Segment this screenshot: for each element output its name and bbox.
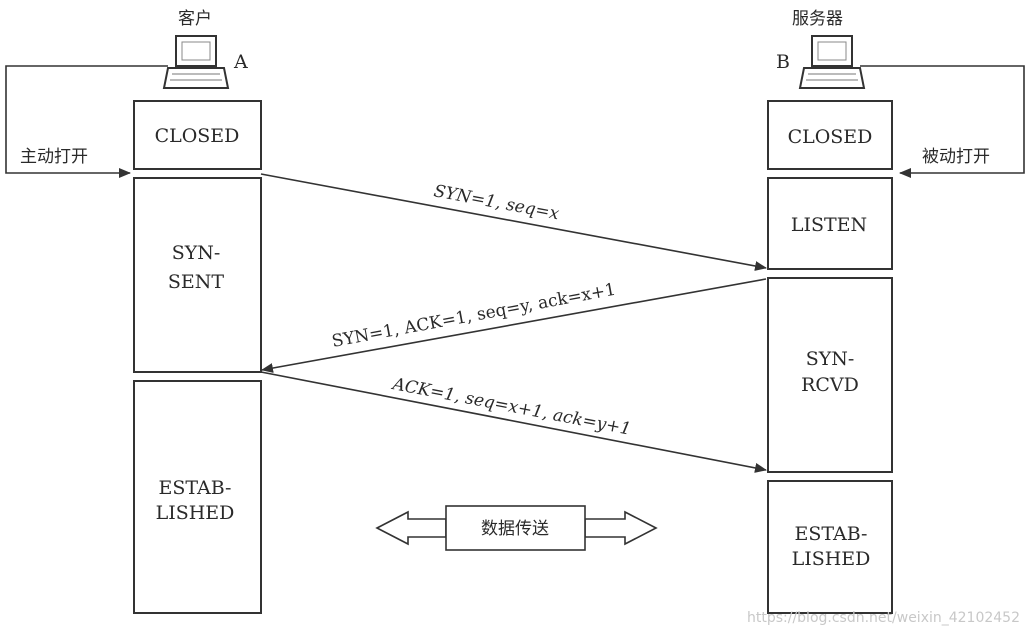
server-title: 服务器	[792, 9, 843, 29]
syn-ack-message-label: SYN=1, ACK=1, seq=y, ack=x+1	[330, 280, 617, 352]
server-passive-open-label: 被动打开	[922, 147, 990, 167]
ack-message-label: ACK=1, seq=x+1, ack=y+1	[389, 374, 632, 440]
ack-message-arrow	[260, 371, 767, 473]
server-letter: B	[776, 51, 790, 73]
server-state-established-line1: ESTAB-	[795, 523, 868, 545]
server-state-established-line2: LISHED	[792, 548, 871, 570]
server-computer-icon	[798, 35, 866, 89]
server-state-closed-label: CLOSED	[788, 126, 873, 148]
client-state-closed-label: CLOSED	[155, 125, 240, 147]
client-state-closed	[133, 100, 262, 170]
server-state-listen-label: LISTEN	[791, 214, 867, 236]
data-transfer-double-arrow	[375, 505, 658, 551]
watermark-url: https://blog.csdn.net/weixin_42102452	[747, 610, 1020, 626]
server-state-syn-rcvd-line2: RCVD	[801, 374, 859, 396]
server-state-syn-rcvd	[767, 277, 893, 473]
server-passive-open-arrow	[860, 65, 1025, 178]
server-state-syn-rcvd-line1: SYN-	[806, 348, 855, 370]
syn-ack-message-arrow	[261, 278, 767, 373]
client-state-established	[133, 380, 262, 614]
client-state-established-line2: LISHED	[156, 502, 235, 524]
server-state-listen	[767, 177, 893, 270]
data-transfer-label: 数据传送	[481, 519, 549, 539]
syn-message-arrow	[260, 173, 767, 271]
client-active-open-label: 主动打开	[20, 147, 88, 167]
client-state-syn-sent-line2: SENT	[168, 271, 225, 293]
server-state-established	[767, 480, 893, 614]
client-title: 客户	[178, 9, 212, 29]
client-active-open-arrow	[5, 65, 168, 178]
client-state-syn-sent	[133, 177, 262, 373]
client-state-established-line1: ESTAB-	[159, 477, 232, 499]
client-letter: A	[233, 51, 248, 73]
client-state-syn-sent-line1: SYN-	[172, 242, 221, 264]
client-computer-icon	[162, 35, 230, 89]
server-state-closed	[767, 100, 893, 170]
